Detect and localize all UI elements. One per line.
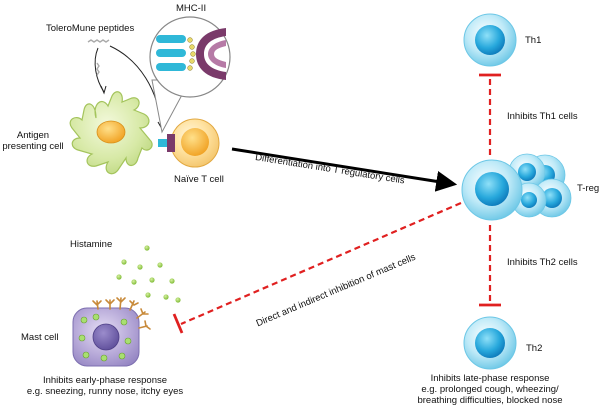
mhc-label: MHC-II [176, 3, 207, 14]
th2-label: Th2 [526, 343, 543, 354]
late-phase-line2: e.g. prolonged cough, wheezing/ [421, 383, 559, 395]
antigen-presenting-cell [69, 91, 153, 175]
mhc-receptor-icon [156, 28, 226, 80]
peptide-icon [96, 62, 100, 76]
early-phase-line2: e.g. sneezing, runny nose, itchy eyes [26, 385, 184, 397]
mast-cell-nucleus [92, 323, 120, 351]
th2-cell [463, 316, 517, 370]
naive-t-cell-nucleus [181, 128, 209, 156]
antigen-label-line2: presenting cell [2, 140, 64, 152]
mast-cell-receptors-icon [92, 297, 151, 330]
th1-cell [463, 13, 517, 67]
th1-label: Th1 [525, 35, 542, 46]
early-phase-line1: Inhibits early-phase response [42, 375, 168, 386]
apc-nucleus [96, 120, 126, 144]
inhibits-th1-label: Inhibits Th1 cells [507, 111, 578, 122]
late-phase-line3: breathing difficulties, blocked nose [417, 394, 563, 406]
differentiation-arrow [231, 147, 458, 192]
early-phase-text: Inhibits early-phase response e.g. sneez… [10, 375, 200, 398]
peptides-label: ToleroMune peptides [46, 23, 135, 34]
inhibits-th2-label: Inhibits Th2 cells [507, 257, 578, 268]
mast-cell-granules [78, 313, 132, 362]
th2-nucleus [475, 328, 505, 358]
th1-nucleus [475, 25, 505, 55]
peptide-icon [87, 39, 110, 43]
naive-t-cell [158, 118, 220, 168]
histamine-label: Histamine [70, 239, 113, 250]
naive-t-cell-label: Naïve T cell [174, 174, 224, 185]
mast-cell [72, 297, 151, 367]
antigen-presenting-cell-label: Antigen presenting cell [0, 130, 66, 153]
mast-cell-label: Mast cell [21, 332, 59, 343]
t-reg-label: T-reg [577, 183, 600, 194]
t-reg-cell-cluster [461, 153, 572, 221]
antigen-label-line1: Antigen [16, 130, 50, 141]
histamine-granules [116, 245, 181, 303]
mast-inhibition-line [180, 201, 462, 326]
late-phase-text: Inhibits late-phase response e.g. prolon… [392, 373, 588, 407]
peptide-arrow-to-apc [94, 47, 105, 93]
mast-inhibition-bar [172, 313, 184, 334]
late-phase-line1: Inhibits late-phase response [430, 373, 550, 384]
